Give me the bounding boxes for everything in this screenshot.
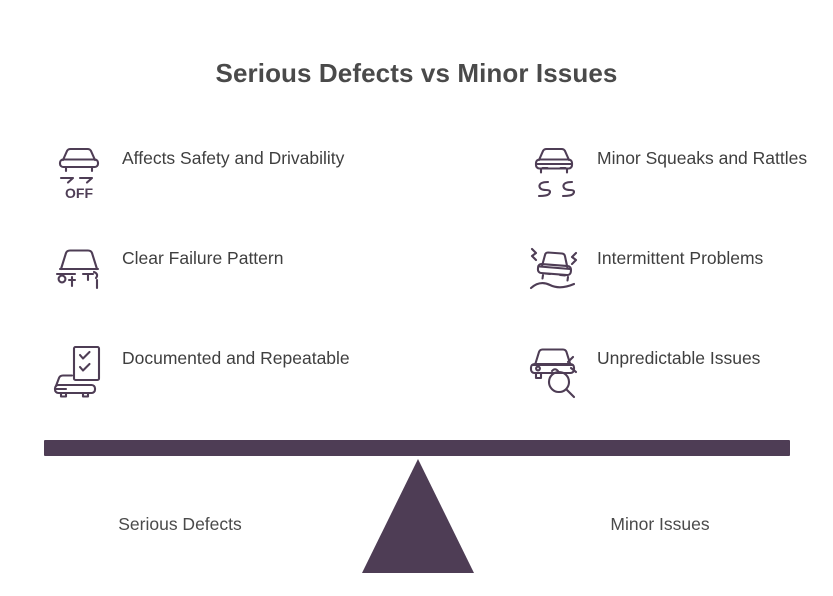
feature-row: OFF Affects Safety and Drivability [50,142,380,242]
feature-label: Intermittent Problems [597,248,764,268]
car-magnifying-glass-icon [525,342,583,406]
balance-fulcrum-triangle [362,459,474,573]
feature-label: Minor Squeaks and Rattles [597,148,808,168]
icon-off-text: OFF [65,185,93,201]
feature-label: Affects Safety and Drivability [122,148,345,168]
car-failure-pattern-icon [50,242,108,306]
car-traction-control-off-icon: OFF [50,142,108,206]
feature-label: Documented and Repeatable [122,348,350,368]
feature-label: Clear Failure Pattern [122,248,284,268]
serious-defects-column: OFF Affects Safety and Drivability [50,142,380,442]
feature-row: Documented and Repeatable [50,342,380,442]
page-title: Serious Defects vs Minor Issues [215,58,618,88]
car-vibration-icon [525,242,583,306]
balance-label-right: Minor Issues [610,514,710,534]
feature-row: Intermittent Problems [525,242,833,342]
balance-label-left: Serious Defects [118,514,242,534]
feature-row: Unpredictable Issues [525,342,833,442]
minor-issues-column: Minor Squeaks and Rattles Intermittent P… [525,142,833,442]
feature-label: Unpredictable Issues [597,348,761,368]
car-skid-marks-icon [525,142,583,206]
balance-beam [44,440,790,456]
car-clipboard-checklist-icon [50,342,108,406]
feature-row: Minor Squeaks and Rattles [525,142,833,242]
feature-row: Clear Failure Pattern [50,242,380,342]
